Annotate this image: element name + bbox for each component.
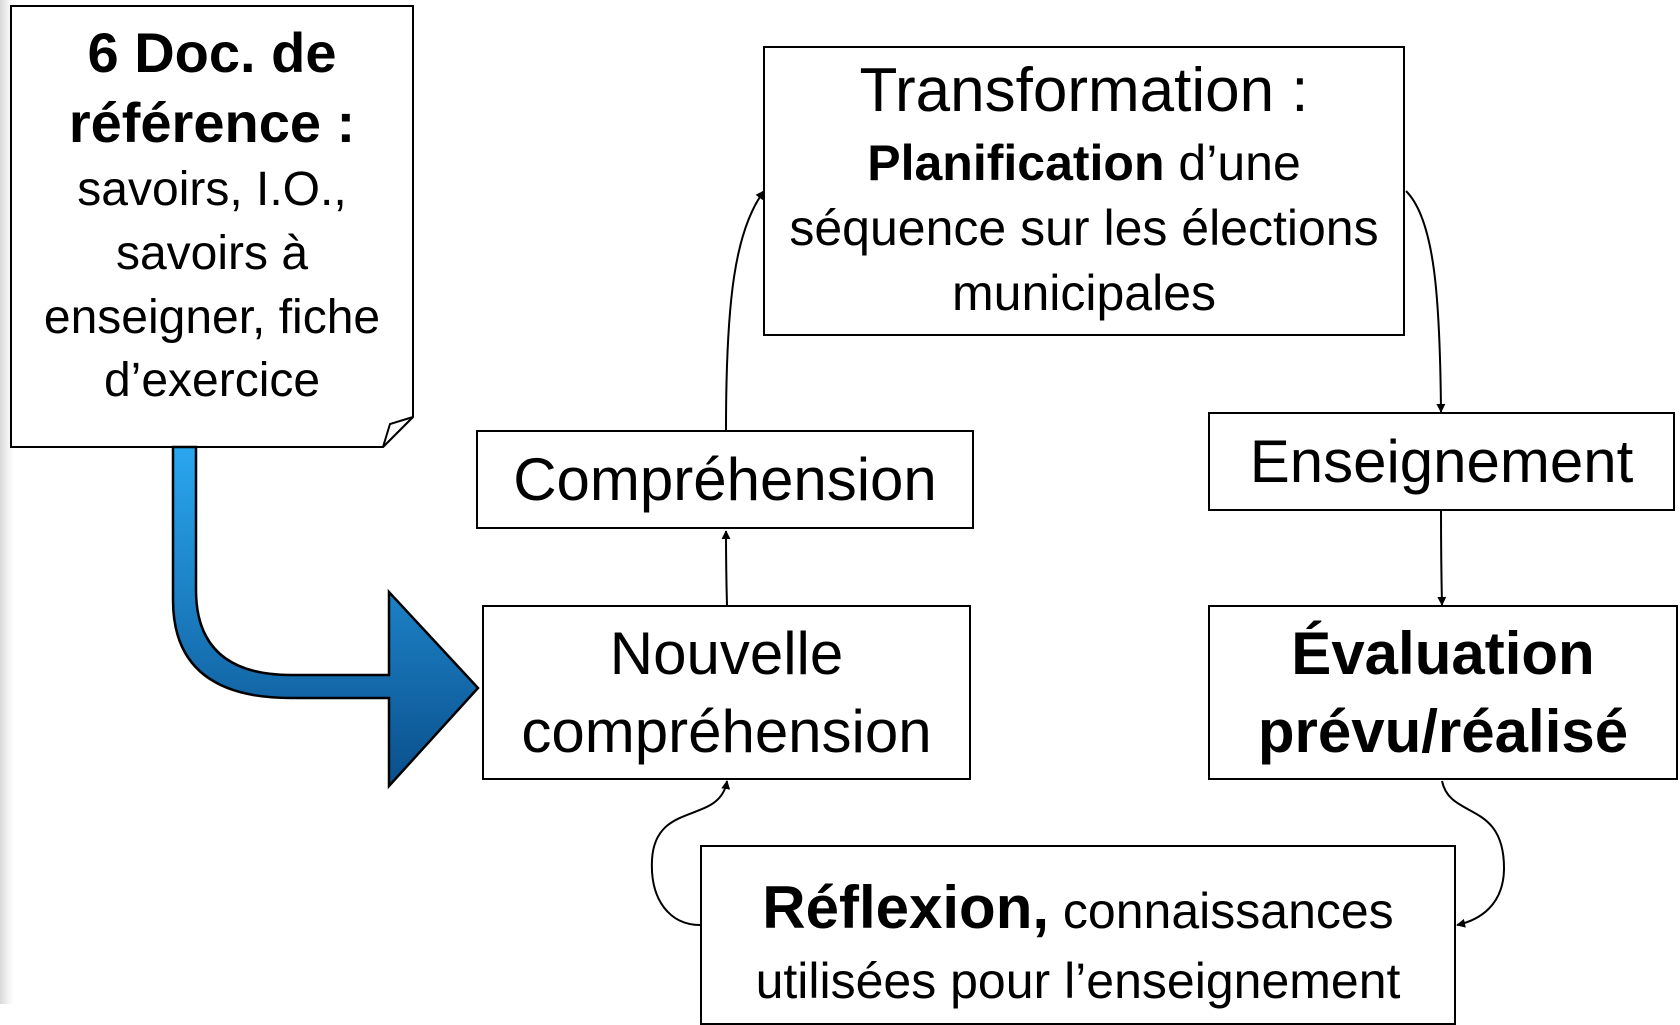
document-fold	[382, 416, 414, 448]
transformation-bold: Planification	[867, 135, 1165, 192]
evaluation-box: Évaluation prévu/réalisé	[1208, 605, 1678, 780]
transformation-line3: municipales	[951, 265, 1216, 322]
transformation-title: Transformation :	[859, 55, 1309, 125]
nouvelle-line2: compréhension	[521, 697, 932, 765]
enseignement-label: Enseignement	[1249, 427, 1634, 495]
doc-body-line3: enseigner, fiche	[43, 290, 381, 344]
doc-body-line2: savoirs à	[115, 226, 309, 280]
comprehension-box: Compréhension	[476, 430, 974, 529]
doc-body-line4: d’exercice	[103, 354, 321, 408]
reflexion-line1: Réflexion, connaissances	[762, 867, 1393, 948]
arrow-evaluation-to-reflexion	[1441, 780, 1506, 928]
evaluation-line1: Évaluation	[1291, 619, 1595, 687]
nouvelle-comprehension-box: Nouvelle compréhension	[482, 605, 971, 780]
arrow-reflexion-to-nouvelle	[650, 780, 731, 926]
transformation-line2: séquence sur les élections	[789, 200, 1379, 257]
arrow-nouvelle-to-comprehension	[721, 530, 731, 606]
reflexion-rest: connaissances	[1049, 883, 1394, 939]
arrow-comprehension-to-transformation	[725, 190, 765, 431]
reflexion-box: Réflexion, connaissances utilisées pour …	[700, 845, 1456, 1025]
reference-documents-box: 6 Doc. de référence : savoirs, I.O., sav…	[11, 6, 413, 447]
transformation-rest: d’une	[1164, 135, 1301, 192]
reflexion-bold: Réflexion,	[762, 874, 1050, 941]
arrow-enseignement-to-evaluation	[1437, 510, 1447, 606]
reflexion-line2: utilisées pour l’enseignement	[755, 953, 1401, 1009]
doc-title-line2: référence :	[68, 91, 356, 154]
enseignement-box: Enseignement	[1208, 412, 1675, 511]
evaluation-line2: prévu/réalisé	[1257, 697, 1629, 765]
arrow-transformation-to-enseignement	[1405, 190, 1446, 413]
nouvelle-line1: Nouvelle	[609, 619, 844, 687]
blue-bent-arrow	[171, 445, 480, 790]
comprehension-label: Compréhension	[513, 445, 937, 513]
connectors-layer	[10, 5, 1506, 928]
transformation-box: Transformation : Planification d’une séq…	[763, 46, 1405, 336]
transformation-line1: Planification d’une	[867, 131, 1301, 196]
doc-title-line1: 6 Doc. de	[87, 21, 337, 84]
doc-body-line1: savoirs, I.O.,	[77, 163, 347, 216]
